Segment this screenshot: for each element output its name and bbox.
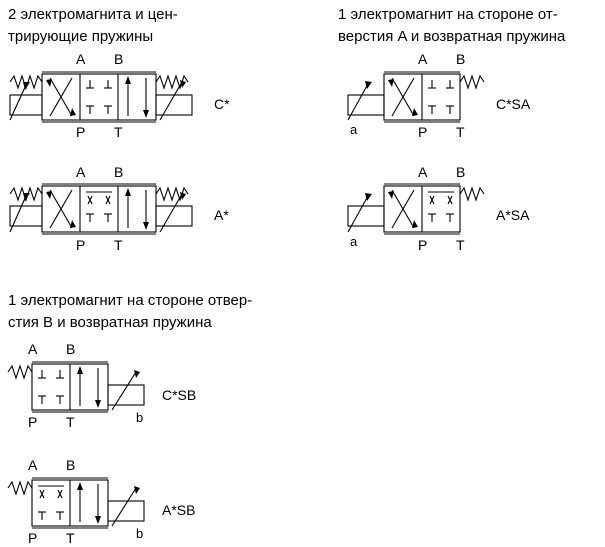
solenoid-label-b: b bbox=[136, 526, 144, 541]
port-label-a: A bbox=[76, 51, 86, 67]
valve-code-label: C*SA bbox=[496, 96, 531, 112]
port-label-b: B bbox=[66, 341, 76, 357]
section-heading-solenoid-a: 1 электромагнит на стороне от- верстия A… bbox=[338, 6, 566, 45]
port-label-t: T bbox=[456, 237, 465, 253]
solenoid-label-b: b bbox=[136, 410, 144, 425]
valve-code-label: C* bbox=[214, 96, 230, 112]
port-label-b: B bbox=[114, 164, 124, 180]
port-label-a: A bbox=[418, 164, 428, 180]
solenoid-label-a: a bbox=[350, 234, 358, 249]
port-label-t: T bbox=[456, 124, 465, 140]
valve-code-label: A*SA bbox=[496, 207, 530, 223]
valve-code-label: C*SB bbox=[162, 387, 197, 403]
spring-right bbox=[155, 74, 189, 90]
port-label-p: P bbox=[418, 124, 428, 140]
port-label-p: P bbox=[28, 530, 38, 546]
port-label-b: B bbox=[66, 457, 76, 473]
port-label-a: A bbox=[28, 341, 38, 357]
port-label-b: B bbox=[456, 164, 466, 180]
port-label-p: P bbox=[418, 237, 428, 253]
port-label-p: P bbox=[28, 414, 38, 430]
valve-code-label: A* bbox=[214, 207, 229, 223]
port-label-t: T bbox=[66, 530, 75, 546]
port-label-a: A bbox=[76, 164, 86, 180]
port-label-t: T bbox=[66, 414, 75, 430]
valve-code-label: A*SB bbox=[162, 502, 196, 518]
port-label-t: T bbox=[114, 237, 123, 253]
section-heading-solenoid-b: 1 электромагнит на стороне отвер- стия B… bbox=[8, 292, 253, 331]
port-label-b: B bbox=[456, 51, 466, 67]
port-label-p: P bbox=[76, 237, 86, 253]
port-label-p: P bbox=[76, 124, 86, 140]
section-heading-double-solenoid: 2 электромагнита и цен- трирующие пружин… bbox=[8, 6, 178, 45]
solenoid-label-a: a bbox=[350, 122, 358, 137]
port-label-a: A bbox=[418, 51, 428, 67]
port-label-a: A bbox=[28, 457, 38, 473]
port-label-b: B bbox=[114, 51, 124, 67]
port-label-t: T bbox=[114, 124, 123, 140]
